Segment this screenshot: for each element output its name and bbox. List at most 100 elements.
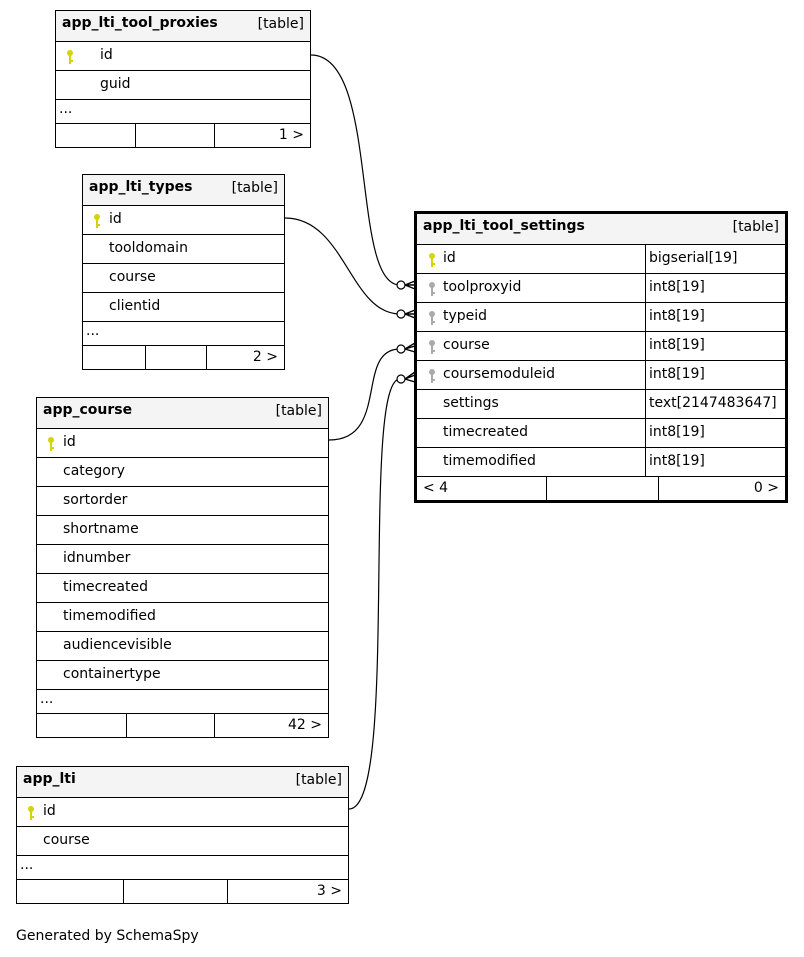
column-name: sortorder (63, 492, 128, 508)
table-name: app_lti_tool_settings (423, 218, 585, 234)
child-count[interactable]: 2 > (252, 349, 278, 365)
column-row: coursemoduleid int8[19] (417, 360, 785, 389)
table-app-lti-tool-proxies[interactable]: app_lti_tool_proxies [table] id guid ...… (55, 10, 311, 148)
column-name: id (100, 47, 113, 63)
footer-divider (126, 714, 127, 737)
type-divider (645, 419, 646, 447)
key-icon (429, 340, 435, 354)
type-divider (645, 245, 646, 273)
type-divider (645, 303, 646, 331)
column-name: category (63, 463, 125, 479)
column-type: text[2147483647] (649, 395, 777, 411)
column-type: int8[19] (649, 308, 705, 324)
child-count[interactable]: 3 > (316, 883, 342, 899)
table-app-lti-tool-settings[interactable]: app_lti_tool_settings [table] id bigseri… (414, 211, 788, 503)
table-footer: < 4 0 > (417, 476, 785, 500)
column-name: clientid (109, 298, 161, 314)
table-name: app_lti_types (89, 179, 193, 195)
key-icon (28, 806, 34, 820)
relation-end-course (396, 344, 406, 354)
column-row: settings text[2147483647] (417, 389, 785, 418)
child-count[interactable]: 1 > (278, 127, 304, 143)
table-header: app_lti [table] (17, 767, 348, 797)
column-row: timemodified int8[19] (417, 447, 785, 476)
type-divider (645, 390, 646, 418)
footer-divider (206, 346, 207, 369)
column-name: id (443, 250, 456, 266)
footer-divider (227, 880, 228, 903)
column-name: course (43, 832, 90, 848)
column-name: course (109, 269, 156, 285)
table-kind: [table] (231, 180, 278, 196)
table-header: app_lti_types [table] (83, 175, 284, 205)
column-name: timemodified (443, 453, 536, 469)
child-count[interactable]: 0 > (753, 480, 779, 496)
generated-by-footer: Generated by SchemaSpy (16, 928, 199, 944)
crowfoot-toolproxyid (404, 280, 416, 290)
column-type: int8[19] (649, 424, 705, 440)
column-row: timecreated int8[19] (417, 418, 785, 447)
more-columns: ... (40, 691, 54, 707)
table-header: app_lti_tool_settings [table] (417, 214, 785, 244)
table-footer: 2 > (83, 345, 284, 369)
table-header: app_lti_tool_proxies [table] (56, 11, 310, 41)
parent-count[interactable]: < 4 (423, 480, 449, 496)
type-divider (645, 361, 646, 389)
relation-end-coursemoduleid (396, 374, 406, 384)
more-columns-row: ... (17, 855, 348, 879)
footer-divider (135, 124, 136, 147)
relation-line-coursemoduleid (348, 378, 401, 810)
table-app-course[interactable]: app_course [table] id category sortorder… (36, 397, 329, 738)
column-type: int8[19] (649, 279, 705, 295)
key-icon (429, 253, 435, 267)
column-row: audiencevisible (37, 631, 328, 660)
relation-line-typeid (284, 217, 401, 315)
type-divider (645, 332, 646, 360)
table-footer: 3 > (17, 879, 348, 903)
table-kind: [table] (732, 219, 779, 235)
relation-end-toolproxyid (396, 280, 406, 290)
column-type: int8[19] (649, 453, 705, 469)
relation-line-course (328, 348, 401, 441)
column-name: timecreated (443, 424, 528, 440)
crowfoot-coursemoduleid (404, 371, 416, 383)
column-row: toolproxyid int8[19] (417, 273, 785, 302)
more-columns: ... (20, 857, 34, 873)
type-divider (645, 448, 646, 476)
column-name: typeid (443, 308, 488, 324)
table-kind: [table] (275, 403, 322, 419)
column-name: toolproxyid (443, 279, 522, 295)
key-icon (94, 214, 100, 228)
column-row: containertype (37, 660, 328, 689)
column-name: idnumber (63, 550, 131, 566)
column-row: tooldomain (83, 234, 284, 263)
column-name: course (443, 337, 490, 353)
key-icon (48, 437, 54, 451)
table-app-lti[interactable]: app_lti [table] id course ... 3 > (16, 766, 349, 904)
footer-divider (214, 714, 215, 737)
table-kind: [table] (295, 772, 342, 788)
column-row: category (37, 457, 328, 486)
table-app-lti-types[interactable]: app_lti_types [table] id tooldomain cour… (82, 174, 285, 370)
crowfoot-course (404, 342, 416, 353)
table-kind: [table] (257, 16, 304, 32)
column-name: tooldomain (109, 240, 188, 256)
more-columns: ... (86, 323, 100, 339)
column-row: timemodified (37, 602, 328, 631)
child-count[interactable]: 42 > (288, 717, 322, 733)
column-row: timecreated (37, 573, 328, 602)
column-name: id (109, 211, 122, 227)
column-row: course (83, 263, 284, 292)
table-footer: 1 > (56, 123, 310, 147)
column-row: shortname (37, 515, 328, 544)
column-row: course (17, 826, 348, 855)
column-name: coursemoduleid (443, 366, 556, 382)
key-icon (429, 311, 435, 325)
table-name: app_lti (23, 771, 76, 787)
column-name: guid (100, 76, 131, 92)
column-row: typeid int8[19] (417, 302, 785, 331)
column-row: id (37, 428, 328, 457)
column-row: id (56, 41, 310, 70)
more-columns-row: ... (37, 689, 328, 713)
